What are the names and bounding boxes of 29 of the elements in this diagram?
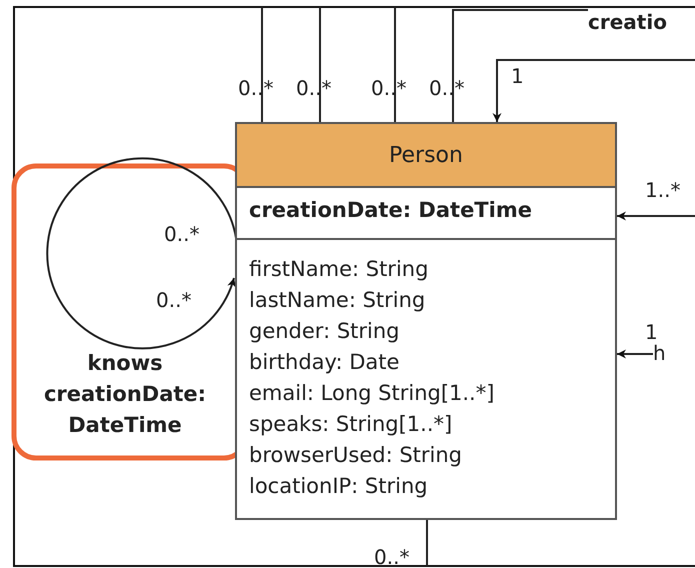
attribute-text: birthday: Date [249, 349, 400, 376]
class-name: Person [389, 142, 463, 168]
association-arrow [617, 350, 653, 358]
association-arrow [617, 212, 695, 220]
attribute-text: speaks: String[1..*] [249, 411, 452, 438]
edge-label: knows creationDate: DateTime [42, 350, 208, 439]
multiplicity-label: 1..* [645, 178, 680, 202]
attribute-text: firstName: String [249, 256, 428, 283]
attribute-text: locationIP: String [249, 473, 428, 500]
association-line [426, 520, 428, 566]
attribute-text: gender: String [249, 318, 400, 345]
association-arrow [492, 59, 695, 122]
multiplicity-label: 0..* [374, 545, 410, 568]
association-line [261, 7, 263, 122]
association-line [319, 7, 321, 122]
multiplicity-label: 0..* [156, 288, 192, 312]
multiplicity-label: 1 [645, 320, 658, 344]
association-arrow [46, 157, 237, 350]
class-box [235, 122, 617, 520]
relation-label: creatio [588, 10, 667, 34]
attribute-text: browserUsed: String [249, 442, 462, 469]
association-line [452, 9, 588, 122]
attribute-text: lastName: String [249, 287, 426, 314]
multiplicity-label: 1 [511, 64, 524, 88]
multiplicity-label: 0..* [164, 222, 200, 246]
relation-label: h [653, 341, 666, 365]
attribute-text: email: Long String[1..*] [249, 380, 494, 407]
association-line [394, 7, 396, 122]
key-attribute: creationDate: DateTime [249, 198, 532, 222]
